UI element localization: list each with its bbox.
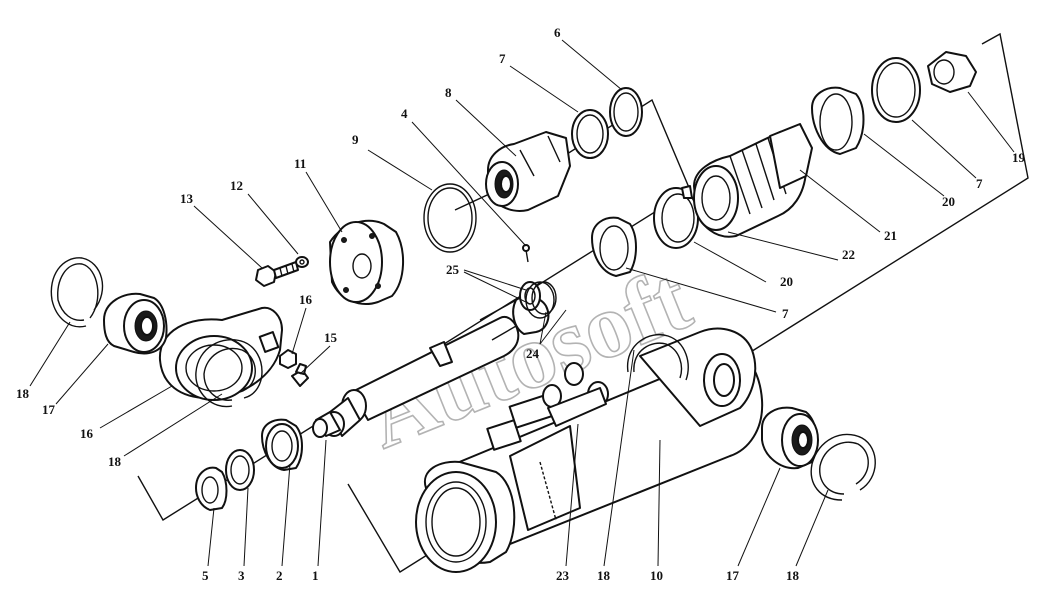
callout-25: 25 bbox=[446, 262, 460, 277]
nut-part-16 bbox=[279, 349, 297, 369]
callout-2: 2 bbox=[276, 568, 283, 583]
callout-labels: 1 2 3 4 5 6 7 7 7 8 9 10 11 12 13 15 16 … bbox=[16, 25, 1026, 583]
callout-3: 3 bbox=[238, 568, 245, 583]
ring-part-20-lower bbox=[653, 185, 699, 249]
fitting-part-23 bbox=[542, 362, 609, 427]
callout-17-left: 17 bbox=[42, 402, 56, 417]
ring-part-7-mid bbox=[591, 216, 637, 277]
ring-part-3 bbox=[225, 449, 255, 491]
callout-22: 22 bbox=[842, 247, 855, 262]
ring-part-6 bbox=[609, 87, 643, 137]
seal-part-24 bbox=[525, 281, 557, 319]
callout-13: 13 bbox=[180, 191, 194, 206]
callout-9: 9 bbox=[352, 132, 359, 147]
callout-11: 11 bbox=[294, 156, 306, 171]
callout-16-nut: 16 bbox=[299, 292, 313, 307]
snap-ring-part-18-eye bbox=[195, 339, 263, 408]
callout-23: 23 bbox=[556, 568, 570, 583]
callout-17-right: 17 bbox=[726, 568, 740, 583]
snap-ring-part-18-tube bbox=[627, 334, 689, 381]
callout-20-lower: 20 bbox=[780, 274, 793, 289]
seal-part-21 bbox=[769, 123, 813, 189]
callout-18-eye: 18 bbox=[108, 454, 122, 469]
ring-part-7-top bbox=[571, 109, 609, 159]
leader-lines bbox=[29, 39, 1015, 567]
callout-18-right: 18 bbox=[786, 568, 800, 583]
callout-19: 19 bbox=[1012, 150, 1026, 165]
bearing-part-17-left bbox=[103, 292, 168, 355]
rod-guide-part-8 bbox=[485, 131, 571, 212]
plate-part-11 bbox=[329, 219, 405, 305]
bolt-part-13 bbox=[255, 261, 299, 287]
ring-part-5 bbox=[195, 466, 228, 511]
washer-part-12 bbox=[295, 256, 309, 268]
bushing-part-2 bbox=[261, 418, 303, 471]
callout-10: 10 bbox=[650, 568, 663, 583]
callout-7-mid: 7 bbox=[782, 306, 789, 321]
callout-16-eye: 16 bbox=[80, 426, 94, 441]
callout-7-top: 7 bbox=[499, 51, 506, 66]
callout-1: 1 bbox=[312, 568, 319, 583]
callout-5: 5 bbox=[202, 568, 209, 583]
snap-ring-part-18-right bbox=[810, 433, 876, 501]
pin-part-4 bbox=[522, 244, 530, 263]
grease-fitting-part-15 bbox=[291, 363, 309, 387]
callout-20-upper: 20 bbox=[942, 194, 955, 209]
seal-part-25 bbox=[519, 281, 541, 311]
callout-8: 8 bbox=[445, 85, 452, 100]
snap-ring-part-18-left bbox=[50, 257, 104, 328]
o-ring-part-9 bbox=[423, 183, 477, 253]
nut-part-19 bbox=[927, 51, 977, 93]
rod-eye-part-16 bbox=[158, 306, 283, 401]
ring-part-20-upper bbox=[811, 86, 865, 155]
callout-18-left: 18 bbox=[16, 386, 30, 401]
ring-part-7-right bbox=[871, 57, 921, 123]
callout-12: 12 bbox=[230, 178, 243, 193]
callout-4: 4 bbox=[401, 106, 408, 121]
callout-18-tube: 18 bbox=[597, 568, 611, 583]
callout-15: 15 bbox=[324, 330, 338, 345]
cylinder-assembly-frame bbox=[347, 32, 1029, 573]
piston-rod-part-1 bbox=[312, 295, 550, 438]
callout-7-right: 7 bbox=[976, 176, 983, 191]
bearing-part-17-right bbox=[761, 406, 819, 470]
callout-21: 21 bbox=[884, 228, 897, 243]
cylinder-tube-part-10 bbox=[415, 327, 764, 573]
callout-24: 24 bbox=[526, 346, 540, 361]
callout-6: 6 bbox=[554, 25, 561, 40]
